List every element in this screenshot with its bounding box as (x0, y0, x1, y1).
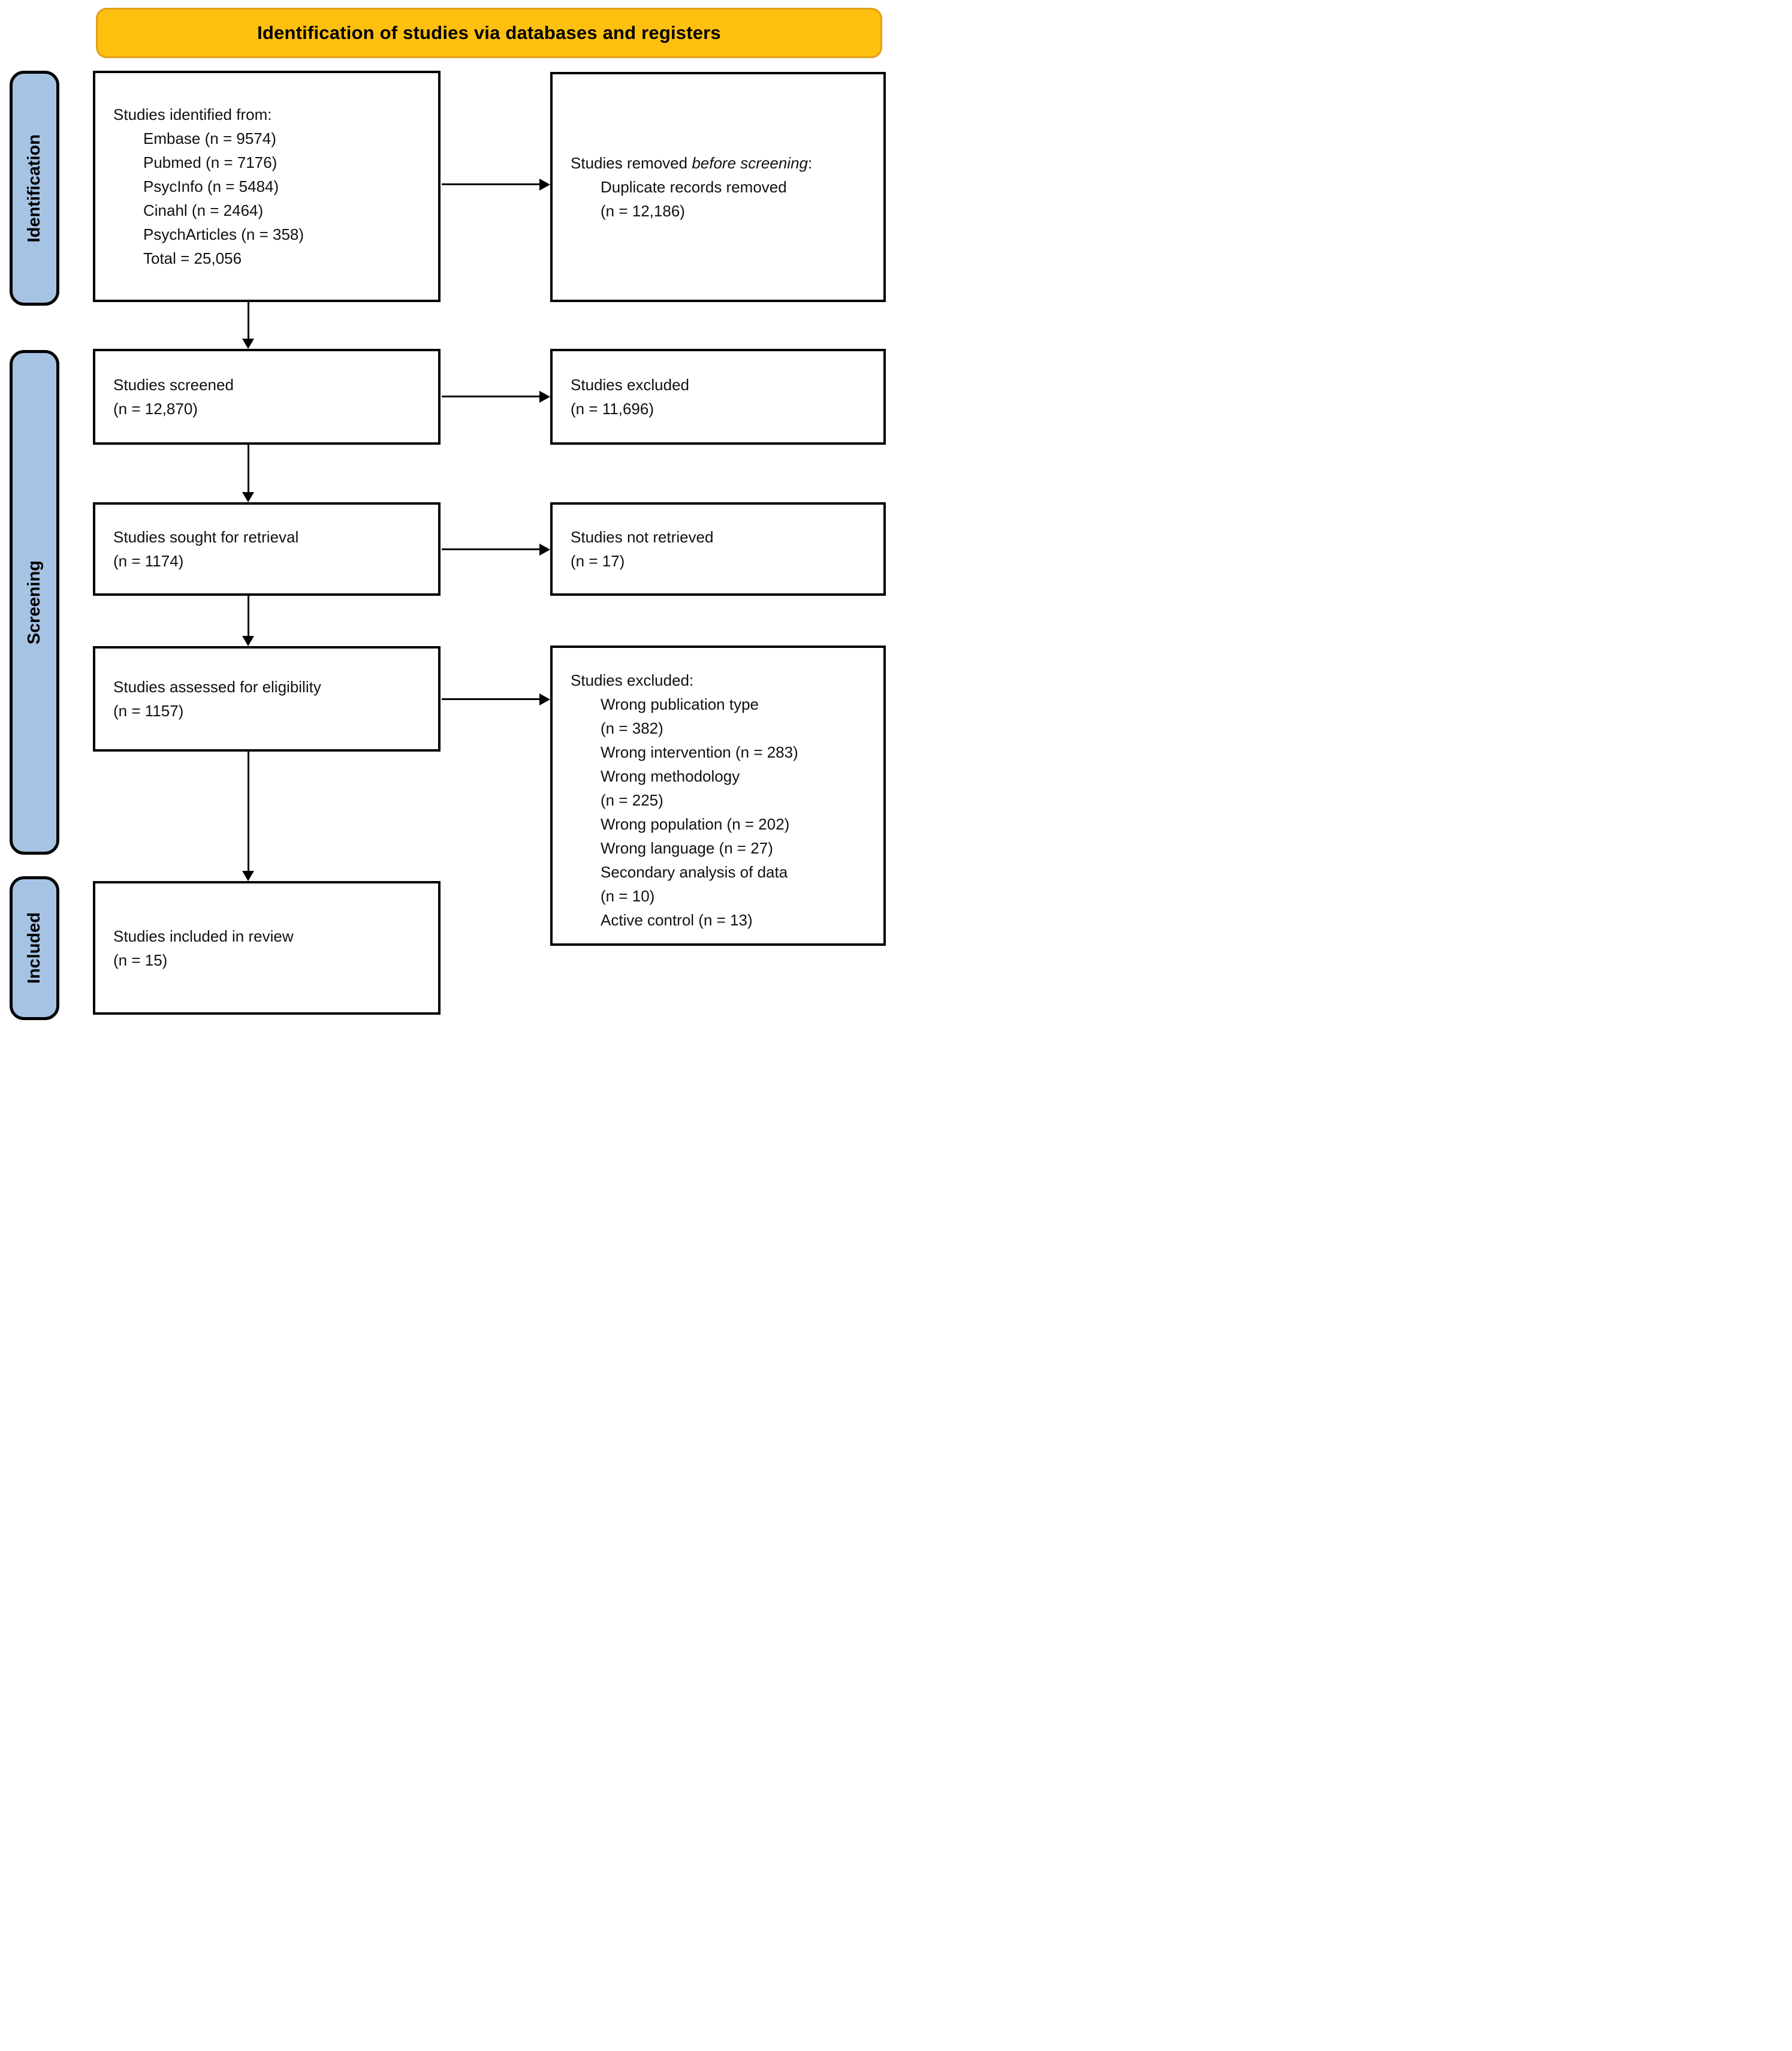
sidebar-stage-identification: Identification (10, 71, 59, 306)
arrow-identified-to-removed-line (442, 183, 539, 185)
box-line: (n = 12,870) (113, 400, 198, 418)
box-line: Studies assessed for eligibility (113, 678, 321, 696)
box-line: (n = 382) (601, 719, 663, 737)
sidebar-stage-identification-label: Identification (25, 134, 44, 243)
box-line: (n = 10) (601, 887, 655, 905)
box-line: (n = 225) (601, 791, 663, 809)
box-line: PsychArticles (n = 358) (143, 225, 304, 243)
arrow-screened-to-excluded-line (442, 396, 539, 397)
box-line: (n = 17) (571, 552, 625, 570)
sidebar-stage-screening-label: Screening (25, 560, 44, 645)
arrow-sought-to-not-retrieved-line (442, 548, 539, 550)
sidebar-stage-screening: Screening (10, 350, 59, 855)
box-line: Wrong publication type (601, 695, 759, 713)
box-line: Wrong population (n = 202) (601, 815, 790, 833)
arrow-assessed-to-excluded-head (539, 693, 550, 705)
box-line: Pubmed (n = 7176) (143, 153, 277, 171)
box-studies-sought-for-retrieval: Studies sought for retrieval (n = 1174) (93, 502, 441, 596)
arrow-screened-to-sought-line (248, 445, 249, 493)
box-line: Embase (n = 9574) (143, 129, 276, 147)
box-studies-identified: Studies identified from: Embase (n = 957… (93, 71, 441, 302)
box-line: Cinahl (n = 2464) (143, 201, 264, 219)
box-line: PsycInfo (n = 5484) (143, 177, 279, 195)
box-line: Wrong language (n = 27) (601, 839, 773, 857)
box-line: (n = 15) (113, 951, 168, 969)
sidebar-stage-included-label: Included (25, 912, 44, 984)
box-studies-screened: Studies screened (n = 12,870) (93, 349, 441, 445)
box-line: Studies screened (113, 376, 234, 394)
box-line: Studies not retrieved (571, 528, 714, 546)
arrow-identified-to-removed-head (539, 179, 550, 191)
arrow-sought-to-assessed-line (248, 596, 249, 637)
box-line: (n = 11,696) (571, 400, 654, 418)
arrow-assessed-to-included-head (242, 871, 254, 881)
box-studies-excluded-screening: Studies excluded (n = 11,696) (550, 349, 886, 445)
box-studies-removed-before-screening: Studies removed before screening: Duplic… (550, 72, 886, 302)
sidebar-stage-included: Included (10, 876, 59, 1020)
box-line: Studies sought for retrieval (113, 528, 299, 546)
box-line: Studies identified from: (113, 105, 272, 123)
box-studies-assessed-for-eligibility: Studies assessed for eligibility (n = 11… (93, 646, 441, 752)
box-line: Wrong methodology (601, 767, 740, 785)
arrow-identified-to-screened-head (242, 339, 254, 349)
arrow-identified-to-screened-line (248, 302, 249, 339)
arrow-assessed-to-included-line (248, 752, 249, 871)
box-line: Studies excluded (571, 376, 690, 394)
arrow-assessed-to-excluded-line (442, 698, 539, 700)
box-line: Studies removed before screening: (571, 154, 813, 172)
arrow-sought-to-not-retrieved-head (539, 544, 550, 556)
banner: Identification of studies via databases … (96, 8, 882, 58)
box-line: (n = 1174) (113, 552, 184, 570)
box-line: Total = 25,056 (143, 249, 242, 267)
box-line: Secondary analysis of data (601, 863, 788, 881)
box-line: Duplicate records removed (601, 178, 787, 196)
box-line: Studies included in review (113, 927, 294, 945)
box-line: (n = 1157) (113, 702, 184, 720)
box-studies-included-in-review: Studies included in review (n = 15) (93, 881, 441, 1015)
box-studies-not-retrieved: Studies not retrieved (n = 17) (550, 502, 886, 596)
box-line: Studies excluded: (571, 671, 694, 689)
arrow-screened-to-sought-head (242, 492, 254, 502)
box-line: (n = 12,186) (601, 202, 685, 220)
prisma-flow-diagram: Identification of studies via databases … (0, 0, 896, 1026)
arrow-sought-to-assessed-head (242, 636, 254, 646)
box-line: Active control (n = 13) (601, 911, 753, 929)
box-line: Wrong intervention (n = 283) (601, 743, 798, 761)
arrow-screened-to-excluded-head (539, 391, 550, 403)
box-studies-excluded-eligibility: Studies excluded: Wrong publication type… (550, 646, 886, 946)
banner-title: Identification of studies via databases … (257, 22, 721, 43)
